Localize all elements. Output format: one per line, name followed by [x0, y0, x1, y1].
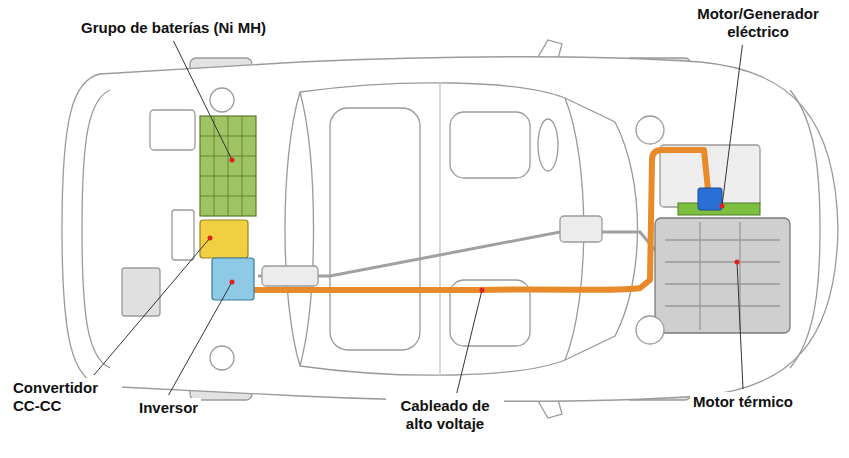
leader-line	[94, 238, 210, 375]
leader-line	[169, 282, 232, 395]
rear-bumper-line	[82, 90, 110, 368]
engine-block	[655, 218, 790, 333]
part-label: Convertidor CC-CC	[10, 378, 122, 416]
leader-line	[174, 41, 232, 160]
steering-wheel	[538, 119, 558, 171]
part-label: Motor térmico	[690, 392, 796, 412]
leader-line	[737, 262, 743, 389]
leader-dot	[720, 204, 725, 209]
leader-line	[457, 290, 482, 393]
part-label: Motor/Generador eléctrico	[680, 4, 836, 42]
suspension	[636, 116, 664, 144]
front-bumper-line	[790, 90, 820, 368]
engine-detail	[665, 222, 780, 330]
rear-window	[300, 92, 314, 366]
part-label: Grupo de baterías (Ni MH)	[78, 18, 269, 38]
car-body	[62, 57, 838, 402]
leader-dot	[230, 280, 235, 285]
battery-cells	[200, 116, 256, 216]
muffler	[262, 266, 318, 286]
suspension	[636, 316, 664, 344]
part-label: Cableado de alto voltaje	[386, 396, 504, 434]
battery-pack	[200, 116, 256, 216]
cabin	[285, 83, 638, 375]
auxiliary-box	[122, 268, 160, 316]
catalyst	[560, 216, 602, 242]
motor-connector	[698, 188, 722, 210]
suspension	[210, 88, 234, 112]
leader-dot	[480, 288, 485, 293]
rear-seat	[330, 108, 420, 350]
battery-pack	[200, 116, 256, 216]
dc-dc-converter	[200, 220, 248, 258]
inverter	[212, 258, 254, 300]
leader-line	[722, 45, 742, 206]
suspension	[210, 346, 234, 370]
trunk-box	[150, 110, 195, 150]
leader-dot	[735, 260, 740, 265]
leader-dot	[208, 236, 213, 241]
leader-dot	[230, 158, 235, 163]
pillar	[439, 82, 440, 376]
front-seat	[450, 112, 530, 178]
trunk-box	[172, 210, 194, 260]
hv-cable	[252, 150, 708, 290]
part-label: Inversor	[136, 398, 201, 418]
